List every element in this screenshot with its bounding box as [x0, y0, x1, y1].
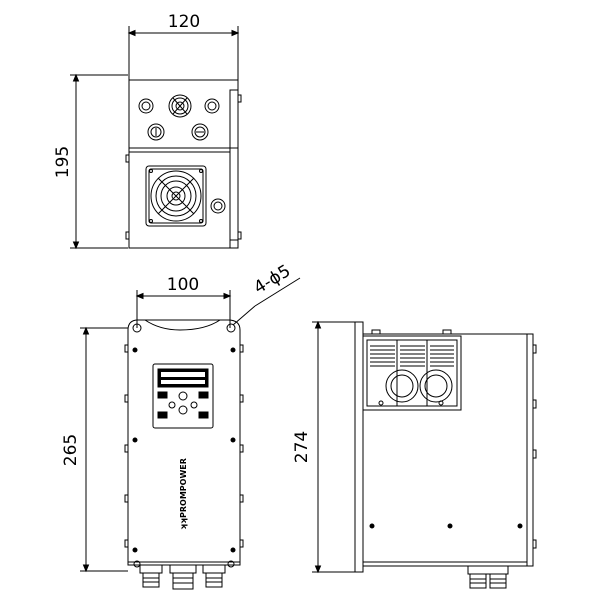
dim-front-width: 100 [135, 275, 232, 328]
dim-label-100: 100 [167, 275, 199, 295]
side-view: 274 [292, 320, 537, 589]
cable-gland-icon [202, 564, 226, 588]
mount-hole [226, 323, 236, 333]
keypad-icon [152, 363, 214, 429]
dim-label-holes: 4-ϕ5 [251, 261, 295, 298]
front-view-outline [127, 319, 241, 566]
brand-name: PROMPOWER [179, 458, 188, 518]
dim-label-195: 195 [53, 146, 73, 178]
brand-logo: ʞʞ PROMPOWER [179, 458, 188, 530]
cable-gland-icon [139, 564, 163, 588]
dim-front-height: 265 [61, 326, 128, 573]
dim-label-265: 265 [61, 434, 81, 466]
top-view: 120 195 [53, 12, 242, 250]
dim-label-274: 274 [292, 431, 312, 463]
dim-holes: 4-ϕ5 [232, 261, 301, 326]
screw-icon [210, 198, 226, 214]
front-view: 100 4-ϕ5 265 [61, 261, 301, 590]
mount-hole [132, 323, 142, 333]
cable-gland-icon [204, 98, 220, 114]
fan-icon [145, 165, 207, 227]
cable-gland-icon [147, 123, 165, 141]
cable-gland-icon [467, 565, 509, 589]
brand-logo-mark: ʞʞ [179, 518, 188, 530]
heatsink-icon [362, 335, 462, 411]
dim-side-height: 274 [292, 320, 360, 574]
cable-gland-icon [138, 98, 154, 114]
dim-top-height: 195 [53, 73, 128, 250]
dim-label-120: 120 [168, 12, 200, 32]
side-view-outline [362, 333, 528, 567]
cable-gland-icon [169, 564, 197, 590]
dim-top-width: 120 [127, 12, 240, 80]
side-plate [354, 321, 364, 573]
cable-gland-icon [191, 123, 209, 141]
cable-gland-icon [168, 94, 192, 118]
